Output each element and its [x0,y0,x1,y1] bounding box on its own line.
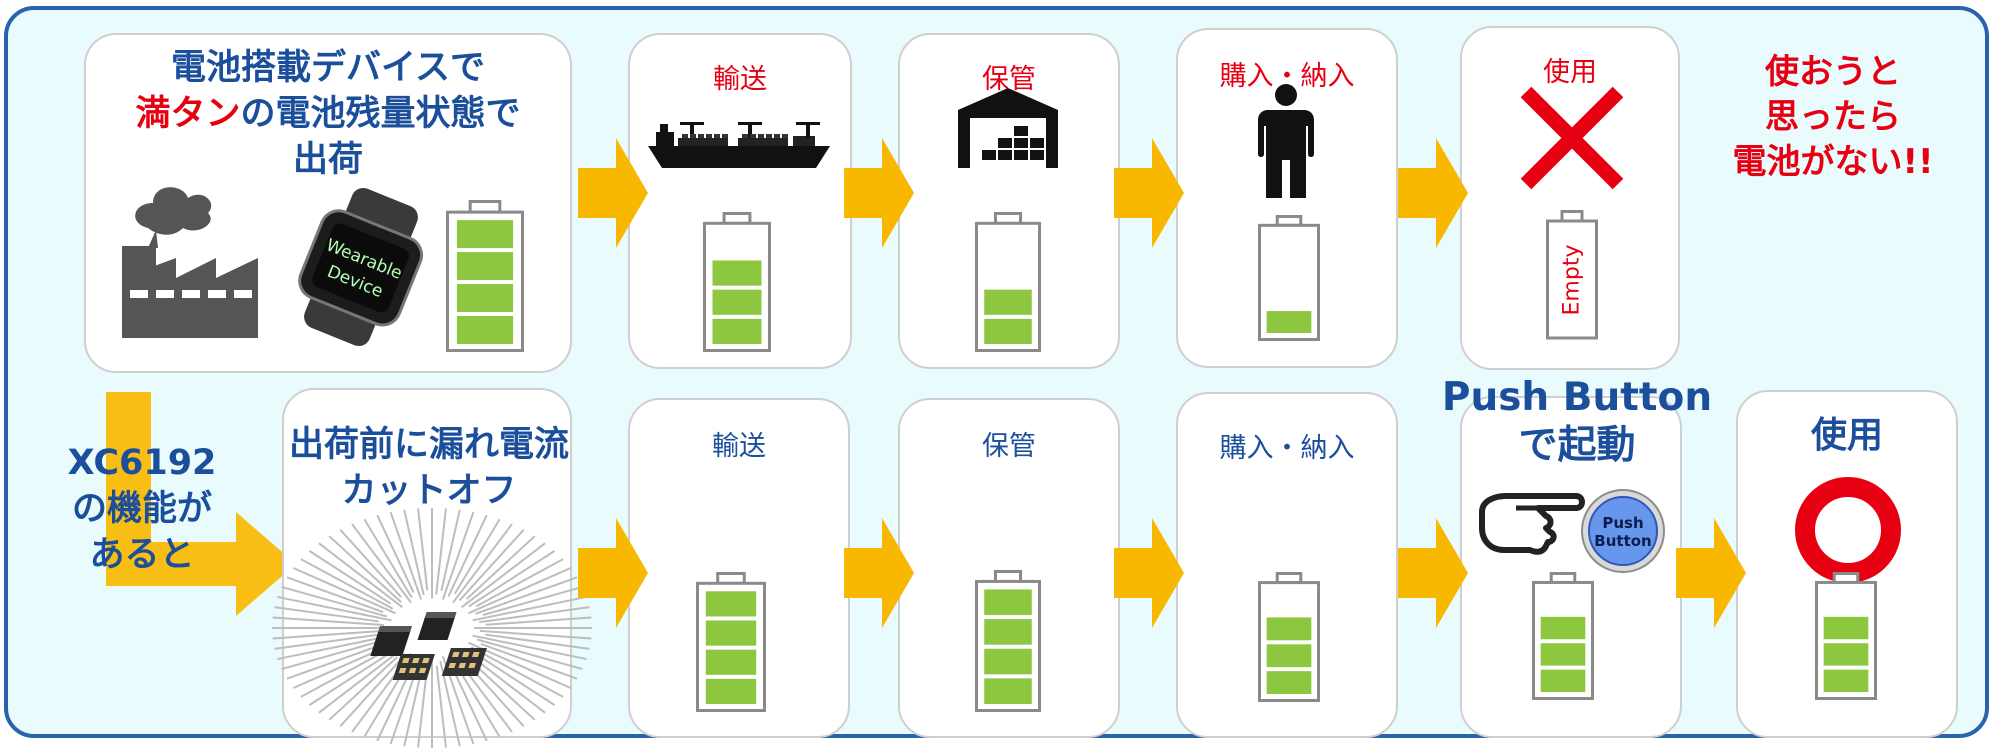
flow-arrow-bottom-5 [1676,518,1746,628]
cutoff-title-line2: カットオフ [341,471,517,511]
empty-label: Empty [1560,245,1585,316]
battery-segment [712,318,762,344]
battery-segment [456,316,514,344]
battery-push-bottom [1532,572,1594,701]
cargo-ship-icon-top [648,122,830,168]
feature-line2: の機能が [71,489,212,529]
battery-segment [1540,643,1586,666]
battery-storage-bottom [975,570,1041,712]
battery-segment [1266,311,1312,333]
battery-segment [712,289,762,315]
stage-label-storage-bottom: 保管 [982,431,1036,462]
person-icon-top [1258,84,1314,198]
pointing-hand-icon [1479,493,1585,555]
stage-label-transport-bottom: 輸送 [712,431,766,462]
flow-arrow-top-1 [578,138,648,248]
battery-segment [984,289,1032,315]
push-button-line1: Push [1602,514,1643,532]
stage-label-purchase-bottom: 購入・納入 [1219,433,1355,464]
factory-battery [446,200,524,353]
push-button-line2: Button [1594,532,1651,550]
warehouse-icon-top [958,88,1058,168]
battery-segment [705,591,757,617]
flow-arrow-bottom-1 [578,518,648,628]
battery-segment [456,252,514,281]
no-battery-line3: 電池がない!! [1732,142,1934,182]
xc6192-feature-text: XC6192 の機能が あると [42,440,242,578]
push-title-line1: Push Button [1441,375,1713,420]
feature-line1: XC6192 [67,443,217,483]
battery-segment [1266,617,1312,641]
battery-segment [1823,669,1869,692]
usable-circle-icon [1795,477,1901,583]
factory-title-line1: 電池搭載デバイスで [171,48,485,88]
full-charge-text: 満タン [135,94,241,134]
no-battery-message: 使おうと 思ったら 電池がない!! [1698,50,1968,185]
battery-segment [456,220,514,249]
battery-segment [705,649,757,675]
flow-arrow-bottom-4 [1398,518,1468,628]
battery-purchase-bottom [1258,572,1320,703]
battery-segment [1823,643,1869,666]
push-button-title: Push Button で起動 [1412,374,1742,470]
battery-segment [705,678,757,704]
battery-purchase-top [1258,215,1320,341]
battery-segment [456,284,514,313]
battery-storage-top [975,212,1041,352]
stage-label-use-bottom: 使用 [1810,415,1883,456]
branch-arrow [106,392,296,616]
battery-segment [1266,671,1312,694]
no-battery-line1: 使おうと [1765,52,1901,92]
battery-segment [705,620,757,646]
ic-chips-image [272,508,592,748]
battery-use-bottom [1815,572,1877,701]
wearable-device-icon: Wearable Device [298,187,424,347]
battery-segment [712,260,762,286]
cutoff-title-line1: 出荷前に漏れ電流 [288,425,569,465]
battery-segment [984,318,1032,344]
factory-title-line2-rest: の電池残量状態で [240,94,521,134]
factory-icon [122,187,258,338]
cutoff-card: 出荷前に漏れ電流 カットオフ [282,388,572,738]
battery-segment [984,648,1032,675]
factory-title: 電池搭載デバイスで 満タンの電池残量状態で 出荷 [86,45,570,183]
factory-title-line2: 満タンの電池残量状態で [86,91,570,137]
stage-label-transport-top: 輸送 [713,64,767,95]
battery-segment [1540,669,1586,692]
battery-segment [1266,644,1312,668]
battery-segment [984,589,1032,616]
battery-segment [1823,616,1869,640]
no-battery-line2: 思ったら [1765,97,1901,137]
flow-arrow-top-3 [1114,138,1184,248]
factory-title-line3: 出荷 [292,140,363,180]
battery-segment [984,678,1032,704]
flow-arrow-top-2 [844,138,914,248]
battery-transport-bottom [696,572,766,712]
unusable-x-icon [1520,86,1624,190]
flow-arrow-bottom-3 [1114,518,1184,628]
flow-arrow-bottom-2 [844,518,914,628]
push-button-icon[interactable]: Push Button [1580,488,1666,574]
empty-battery: Empty [1546,210,1598,340]
cutoff-title: 出荷前に漏れ電流 カットオフ [264,422,594,514]
stage-label-use-top: 使用 [1543,57,1597,88]
battery-transport-top [703,212,771,352]
battery-segment [1540,616,1586,640]
flow-arrow-top-4 [1398,138,1468,248]
battery-segment [984,619,1032,645]
push-title-line2: で起動 [1518,423,1636,468]
feature-line3: あると [89,535,195,575]
